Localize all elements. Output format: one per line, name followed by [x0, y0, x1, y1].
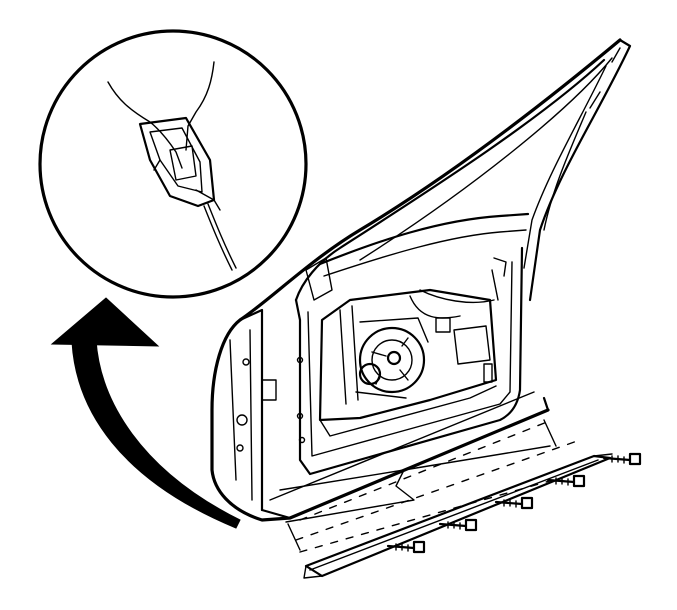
latch-slot	[483, 363, 493, 383]
screw-group	[386, 452, 642, 554]
dashed-line-mid	[295, 439, 581, 541]
door-front-edge-2	[229, 329, 253, 501]
hinge-hole-2	[242, 358, 250, 366]
dashed-line-vert	[287, 419, 557, 551]
module-plate-cable	[409, 289, 495, 319]
molding-strip-end	[303, 453, 613, 579]
detail-inset	[38, 29, 308, 299]
window-frame-outer	[294, 58, 606, 302]
dashed-line-top	[299, 419, 553, 521]
latch-arm	[453, 325, 491, 365]
b-pillar-channel	[543, 47, 621, 231]
hinge-hole-1	[236, 414, 248, 426]
detail-circle	[38, 29, 308, 299]
detail-rod-lower	[203, 205, 233, 271]
module-plate-rail	[339, 305, 359, 405]
inner-panel-rim	[307, 261, 513, 457]
inner-panel-outline	[294, 246, 524, 476]
regulator-motor-outer	[358, 326, 426, 394]
detail-clip	[138, 116, 216, 208]
rocker-molding	[303, 453, 613, 579]
lock-rod	[491, 257, 507, 301]
regulator-motor-spokes	[371, 337, 409, 385]
lower-rail	[319, 385, 497, 437]
arrow-shaft	[71, 339, 241, 529]
window-frame-inner	[359, 57, 613, 261]
detail-clip-tab	[169, 145, 197, 181]
screw-icon	[602, 452, 642, 466]
screw-icon	[386, 540, 426, 554]
screw-icon	[546, 474, 586, 488]
regulator-gear	[358, 362, 382, 386]
screw-icon	[438, 518, 478, 532]
door-outer-outline	[210, 38, 622, 522]
hinge-hole-5	[296, 412, 304, 420]
hinge-hole-6	[298, 436, 306, 444]
arrow-head	[50, 297, 160, 347]
hinge-hole-3	[236, 444, 244, 452]
b-pillar-outer	[528, 38, 632, 302]
screw-icon	[494, 496, 534, 510]
hinge-cutout-1	[261, 379, 277, 401]
break-zigzag-left	[279, 469, 415, 523]
door-bottom-edge-2	[269, 391, 535, 501]
mirror-patch	[305, 257, 333, 301]
detail-clip-edge	[153, 159, 221, 211]
regulator-housing	[355, 317, 429, 399]
molding-strip-inner	[309, 459, 599, 571]
door-assembly	[210, 38, 632, 522]
regulator-motor-mid	[371, 339, 413, 381]
detail-rod-2	[185, 61, 215, 151]
hinge-hole-4	[296, 356, 304, 364]
belt-line	[318, 212, 530, 266]
curved-arrow-icon	[50, 297, 241, 529]
detail-rod-lower-2	[207, 203, 237, 269]
belt-line-2	[323, 229, 527, 277]
b-pillar-inner	[523, 65, 607, 269]
module-plate-outline	[318, 288, 498, 422]
door-front-edge	[238, 308, 264, 512]
door-bottom-edge	[260, 396, 550, 520]
break-zigzag-right	[403, 445, 551, 471]
molding-strip-outer	[304, 454, 612, 578]
latch-block	[435, 317, 451, 333]
regulator-motor-hub	[386, 350, 402, 366]
